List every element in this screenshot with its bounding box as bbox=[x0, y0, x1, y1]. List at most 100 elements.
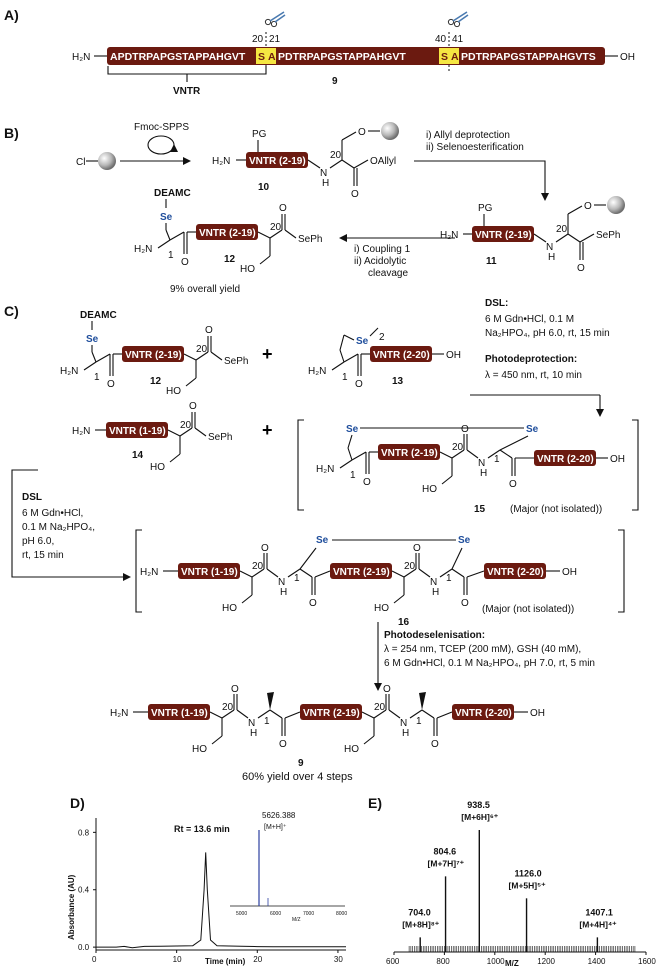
inset-tick-8000: 8000 bbox=[336, 911, 347, 917]
resin-bead-icon bbox=[381, 122, 399, 140]
vntr-1-19-label: VNTR (1-19) bbox=[181, 567, 238, 578]
vntr-2-19-label: VNTR (2-19) bbox=[125, 350, 182, 361]
vntr-2-19-label: VNTR (2-19) bbox=[333, 567, 390, 578]
vntr-1-19-box bbox=[106, 422, 168, 438]
major-not-isolated-1: (Major (not isolated)) bbox=[510, 504, 602, 515]
c11-pg: PG bbox=[478, 203, 493, 214]
c12-pos20: 20 bbox=[270, 222, 282, 233]
vntr-1-19-label: VNTR (1-19) bbox=[109, 426, 166, 437]
hplc-y-tick-label: 0.4 bbox=[78, 886, 90, 895]
c9-n2: N bbox=[400, 718, 407, 729]
ms-peak-ion: [M+7H]⁷⁺ bbox=[428, 858, 465, 868]
compound-12b-label: 12 bbox=[150, 376, 162, 387]
c15-o1: O bbox=[363, 477, 371, 488]
photodeselenisation-line1: λ = 254 nm, TCEP (200 mM), GSH (40 mM), bbox=[384, 644, 581, 655]
vntr-1-19-box bbox=[178, 563, 240, 579]
dsl-conditions-2: Na₂HPO₄, pH 6.0, rt, 15 min bbox=[485, 328, 610, 339]
ligation-site-2-highlight bbox=[439, 48, 449, 64]
ms-x-tick-label: 1600 bbox=[638, 957, 656, 966]
c14-pos20: 20 bbox=[180, 420, 192, 431]
c9-h1: H bbox=[250, 728, 257, 739]
inset-tick-6000: 6000 bbox=[270, 911, 281, 917]
ms-x-tick-label: 1000 bbox=[487, 957, 505, 966]
c16-ho1: HO bbox=[222, 603, 237, 614]
vntr-2-19-label: VNTR (2-19) bbox=[249, 156, 306, 167]
vntr-2-19-label: VNTR (2-19) bbox=[199, 228, 256, 239]
panel-b-label: B) bbox=[4, 125, 19, 141]
c12-h2n: H₂N bbox=[134, 244, 152, 255]
vntr-2-20-label: VNTR (2-20) bbox=[487, 567, 544, 578]
c13-oh: OH bbox=[446, 350, 461, 361]
hplc-x-tick-label: 0 bbox=[92, 955, 97, 964]
vntr-2-20-box bbox=[370, 346, 432, 362]
dsl2-line2: 0.1 M Na₂HPO₄, bbox=[22, 522, 95, 533]
vntr-2-20-box bbox=[452, 704, 514, 720]
vntr-2-20-label: VNTR (2-20) bbox=[537, 454, 594, 465]
c15-pos1: 1 bbox=[350, 470, 356, 481]
inset-tick-5000: 5000 bbox=[236, 911, 247, 917]
ms-x-axis-label: M/Z bbox=[505, 959, 519, 968]
c12b-o: O bbox=[107, 379, 115, 390]
c14-seph: SePh bbox=[208, 432, 232, 443]
vntr-2-19-box bbox=[122, 346, 184, 362]
fmoc-spps-label: Fmoc-SPPS bbox=[134, 122, 189, 133]
c12b-seph: SePh bbox=[224, 356, 248, 367]
panel-d-label: D) bbox=[70, 795, 85, 811]
c9-n1: N bbox=[248, 718, 255, 729]
final-yield: 60% yield over 4 steps bbox=[242, 771, 353, 783]
c16-n1: N bbox=[278, 577, 285, 588]
ms-x-tick-label: 1200 bbox=[537, 957, 555, 966]
c9-h2n: H₂N bbox=[110, 708, 128, 719]
c16-pos20a: 20 bbox=[252, 561, 264, 572]
plus-sign-2: + bbox=[262, 420, 273, 440]
scissors-icon bbox=[264, 11, 286, 28]
c15-n: N bbox=[478, 458, 485, 469]
c16-oh: OH bbox=[562, 567, 577, 578]
photodeprotection-conditions: λ = 450 nm, rt, 10 min bbox=[485, 370, 582, 381]
cycle-arrow-icon bbox=[147, 135, 175, 146]
hplc-chromatogram: D) Absorbance (AU) Time (min) Rt = 13.6 … bbox=[67, 795, 347, 966]
c15-o2: O bbox=[461, 424, 469, 435]
major-not-isolated-2: (Major (not isolated)) bbox=[482, 604, 574, 615]
hplc-trace bbox=[96, 852, 346, 949]
chloride-label: Cl bbox=[76, 157, 85, 168]
panel-b: B) Cl Fmoc-SPPS H₂N VNTR (2-19) PG N H O… bbox=[4, 122, 625, 295]
c15-ho: HO bbox=[422, 484, 437, 495]
mucin-sequence-bar bbox=[107, 47, 605, 65]
c11-h: H bbox=[548, 252, 555, 263]
photodeselenisation-line2: 6 M Gdn•HCl, 0.1 M Na₂HPO₄, pH 7.0, rt, … bbox=[384, 658, 595, 669]
c10-n: N bbox=[320, 168, 327, 179]
retention-time-label: Rt = 13.6 min bbox=[174, 824, 230, 834]
panel-e-label: E) bbox=[368, 795, 382, 811]
hplc-x-axis-label: Time (min) bbox=[205, 957, 246, 966]
c16-pos1b: 1 bbox=[446, 573, 452, 584]
c12-seph: SePh bbox=[298, 234, 322, 245]
compound-9-final-label: 9 bbox=[298, 758, 304, 769]
vntr-2-19-label: VNTR (2-19) bbox=[381, 448, 438, 459]
c14-ho: HO bbox=[150, 462, 165, 473]
c10-pos20: 20 bbox=[330, 150, 342, 161]
dsl-conditions-1: 6 M Gdn•HCl, 0.1 M bbox=[485, 314, 574, 325]
c10-h: H bbox=[322, 178, 329, 189]
c-terminus-label: OH bbox=[620, 52, 635, 63]
hplc-y-tick-label: 0.8 bbox=[78, 828, 90, 837]
ms-x-tick-label: 800 bbox=[436, 957, 450, 966]
resin-bead-icon bbox=[607, 196, 625, 214]
scissors-icon bbox=[447, 11, 469, 28]
ligation-site-1-highlight bbox=[256, 48, 266, 64]
c12b-o-top: O bbox=[205, 325, 213, 336]
vntr-2-19-box bbox=[246, 152, 308, 168]
residue-a41: A bbox=[451, 51, 459, 63]
c15-h: H bbox=[480, 468, 487, 479]
step-coupling: i) Coupling 1 bbox=[354, 244, 411, 255]
c9-oh: OH bbox=[530, 708, 545, 719]
vntr-2-19-box bbox=[300, 704, 362, 720]
residue-s20: S bbox=[258, 51, 265, 63]
c9-pos1a: 1 bbox=[264, 716, 270, 727]
dsl-title: DSL: bbox=[485, 298, 508, 309]
position-41-label: 41 bbox=[452, 34, 464, 45]
panel-a: A) H₂N APDTRPAPGSTAPPAHGVT S A PDTRPAPGS… bbox=[4, 7, 635, 97]
dsl2-line4: rt, 15 min bbox=[22, 550, 64, 561]
ms-inset: 5626.388 [M+H]⁺ 5000 6000 7000 8000 M/Z bbox=[230, 811, 347, 923]
c12b-pos1: 1 bbox=[94, 372, 100, 383]
